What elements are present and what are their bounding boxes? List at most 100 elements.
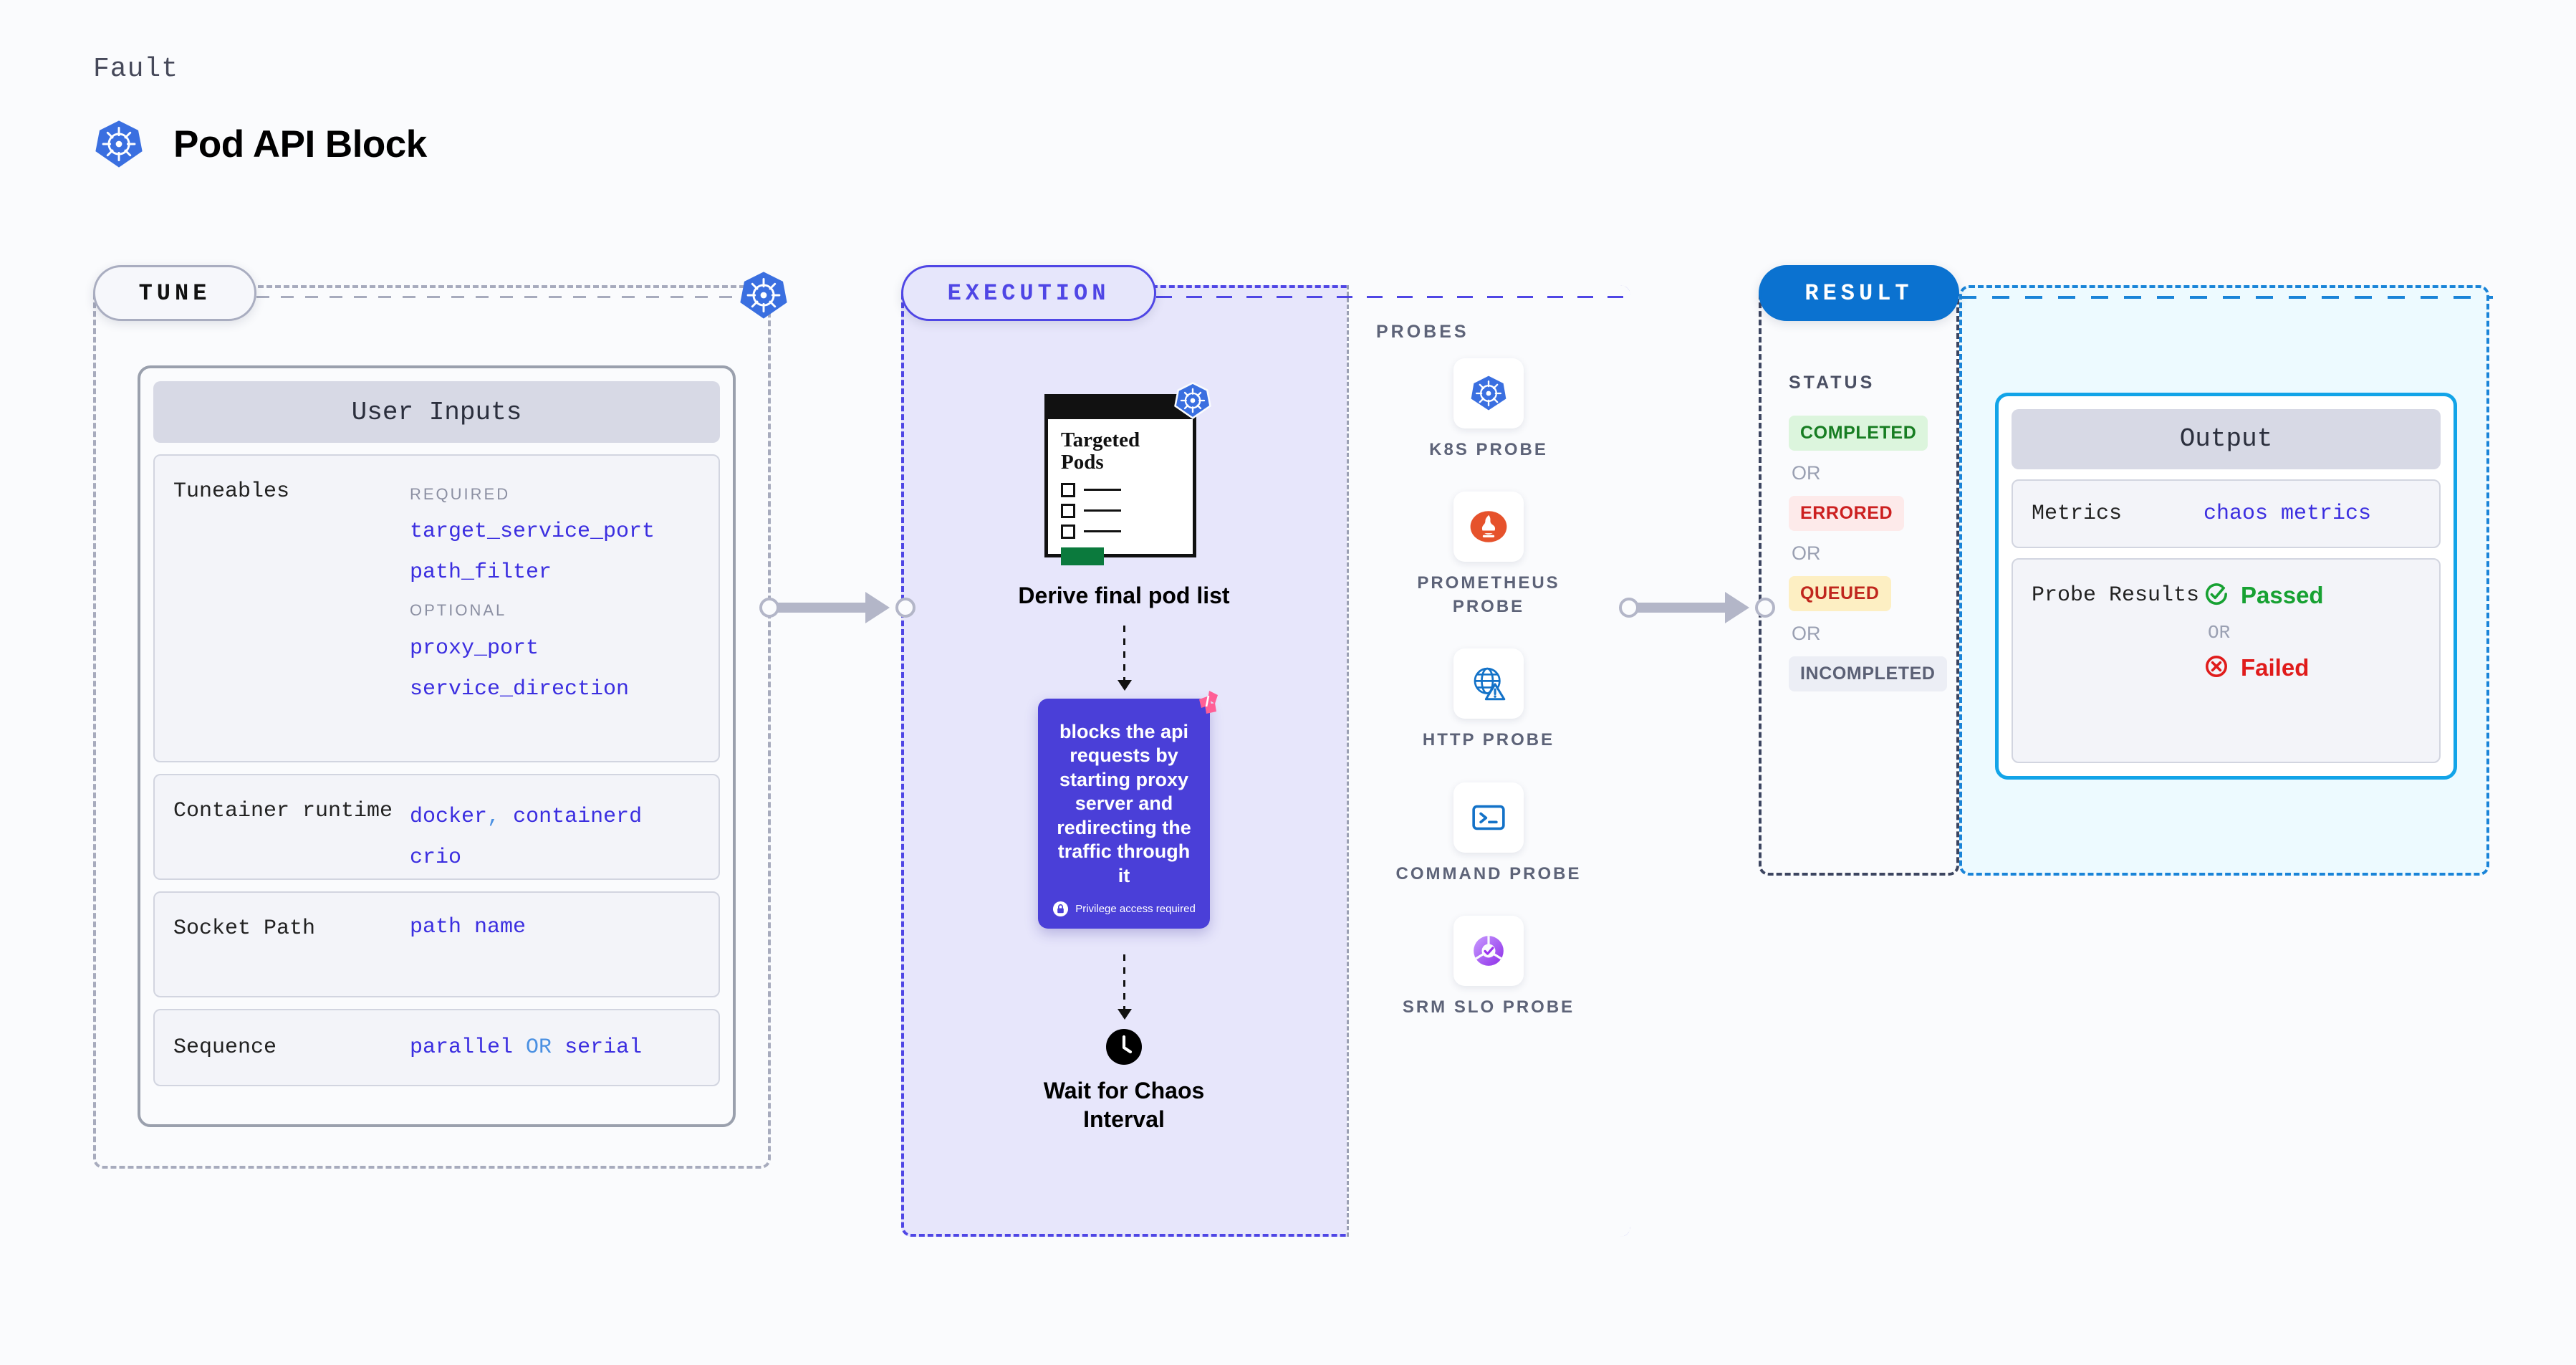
kubernetes-icon bbox=[1453, 358, 1524, 428]
clock-icon bbox=[1106, 1029, 1142, 1065]
probe-results-row: Probe Results Passed OR bbox=[2012, 557, 2441, 763]
probe-label: K8S PROBE bbox=[1429, 440, 1548, 459]
wait-caption-line2: Interval bbox=[1083, 1106, 1165, 1133]
status-badge-incompleted: INCOMPLETED bbox=[1789, 656, 1947, 691]
pod-doc-title-line2: Pods bbox=[1061, 451, 1104, 474]
srm-slo-donut-icon bbox=[1453, 915, 1524, 986]
socket-path-row: Socket Path path name bbox=[153, 891, 720, 997]
status-badge-queued: QUEUED bbox=[1789, 576, 1891, 611]
progress-bar bbox=[1061, 547, 1104, 565]
optional-label: OPTIONAL bbox=[410, 601, 507, 620]
status-or-1: OR bbox=[1792, 462, 1821, 484]
probe-item-command[interactable]: COMMAND PROBE bbox=[1395, 782, 1582, 886]
connector-tune-to-execution bbox=[759, 588, 917, 628]
tuneable-optional-1[interactable]: service_direction bbox=[410, 676, 630, 701]
tuneable-required-0[interactable]: target_service_port bbox=[410, 519, 655, 545]
runtime-docker[interactable]: docker bbox=[410, 805, 488, 829]
metrics-row: Metrics chaos metrics bbox=[2012, 479, 2441, 548]
sequence-serial[interactable]: serial bbox=[564, 1035, 643, 1060]
fault-eyebrow: Fault bbox=[93, 54, 179, 85]
probe-label: HTTP PROBE bbox=[1422, 730, 1555, 750]
result-pill[interactable]: RESULT bbox=[1759, 265, 1959, 321]
pod-checklist bbox=[1061, 482, 1193, 539]
action-card: blocks the api requests by starting prox… bbox=[1038, 691, 1218, 929]
sequence-parallel[interactable]: parallel bbox=[410, 1035, 514, 1060]
privilege-note-text: Privilege access required bbox=[1075, 903, 1196, 916]
runtime-separator: , bbox=[487, 805, 501, 829]
privilege-note: Privilege access required bbox=[1052, 901, 1196, 917]
flow-arrow-1 bbox=[1117, 626, 1132, 691]
pod-doc-title-line1: Targeted bbox=[1061, 428, 1140, 451]
status-or-2: OR bbox=[1792, 542, 1821, 564]
probes-title: PROBES bbox=[1376, 322, 1469, 342]
status-list: COMPLETED OR ERRORED OR QUEUED OR INCOMP… bbox=[1789, 416, 1975, 691]
runtime-crio[interactable]: crio bbox=[410, 846, 462, 870]
user-inputs-card: User Inputs Tuneables REQUIRED target_se… bbox=[138, 365, 736, 1127]
x-circle-icon bbox=[2203, 653, 2229, 683]
probe-label: SRM SLO PROBE bbox=[1402, 997, 1575, 1017]
kubernetes-icon bbox=[93, 118, 145, 170]
passed-label: Passed bbox=[2241, 582, 2324, 609]
execution-flow: Targeted Pods bbox=[901, 315, 1347, 1237]
probe-results-values: Passed OR Failed bbox=[2203, 581, 2324, 740]
user-inputs-title: User Inputs bbox=[153, 381, 720, 443]
document-icon: Targeted Pods bbox=[1044, 394, 1196, 565]
probe-item-prometheus[interactable]: PROMETHEUS PROBE bbox=[1395, 492, 1582, 618]
tune-pill[interactable]: TUNE bbox=[93, 265, 256, 321]
prometheus-icon bbox=[1453, 492, 1524, 562]
probe-item-http[interactable]: HTTP PROBE bbox=[1395, 648, 1582, 752]
probe-item-k8s[interactable]: K8S PROBE bbox=[1395, 358, 1582, 461]
tune-connector-line bbox=[256, 296, 758, 298]
terminal-icon bbox=[1453, 782, 1524, 853]
probe-results-or: OR bbox=[2208, 621, 2231, 643]
flow-arrow-2 bbox=[1117, 954, 1132, 1020]
wait-caption-line1: Wait for Chaos bbox=[1043, 1078, 1205, 1104]
probes-list: K8S PROBE PROMETHEUS PROBE bbox=[1347, 358, 1630, 1019]
metrics-value[interactable]: chaos metrics bbox=[2203, 501, 2372, 526]
wait-chaos-caption: Wait for Chaos Interval bbox=[1044, 1076, 1205, 1134]
execution-pill[interactable]: EXECUTION bbox=[901, 265, 1156, 321]
derive-pod-list-caption: Derive final pod list bbox=[1018, 583, 1230, 608]
tuneables-label: Tuneables bbox=[173, 479, 290, 504]
probe-item-srm-slo[interactable]: SRM SLO PROBE bbox=[1395, 915, 1582, 1019]
action-description: blocks the api requests by starting prox… bbox=[1057, 721, 1191, 886]
check-circle-icon bbox=[2203, 581, 2229, 610]
output-title: Output bbox=[2012, 409, 2441, 469]
tuneables-row: Tuneables REQUIRED target_service_port p… bbox=[153, 454, 720, 762]
probe-result-failed: Failed bbox=[2203, 653, 2324, 683]
status-title: STATUS bbox=[1789, 373, 1875, 393]
http-globe-warning-icon bbox=[1453, 648, 1524, 719]
status-or-3: OR bbox=[1792, 623, 1821, 644]
probe-results-label: Probe Results bbox=[2032, 583, 2200, 608]
connector-execution-to-result bbox=[1619, 588, 1777, 628]
kubernetes-icon bbox=[1173, 381, 1212, 420]
result-connector-line bbox=[1959, 296, 2493, 299]
failed-label: Failed bbox=[2241, 654, 2310, 681]
sequence-values: parallel OR serial bbox=[410, 1035, 642, 1060]
kubernetes-icon bbox=[738, 269, 789, 321]
probe-label: PROMETHEUS PROBE bbox=[1417, 573, 1560, 616]
output-card: Output Metrics chaos metrics Probe Resul… bbox=[1995, 393, 2457, 780]
probe-result-passed: Passed bbox=[2203, 581, 2324, 610]
status-badge-errored: ERRORED bbox=[1789, 496, 1905, 531]
probes-panel bbox=[1347, 285, 1630, 1237]
targeted-pods-node: Targeted Pods bbox=[1044, 382, 1211, 565]
container-runtime-values: docker, containerd crio bbox=[410, 797, 643, 870]
harness-icon bbox=[1188, 689, 1219, 721]
container-runtime-row: Container runtime docker, containerd cri… bbox=[153, 774, 720, 880]
required-label: REQUIRED bbox=[410, 485, 511, 503]
runtime-containerd[interactable]: containerd bbox=[513, 805, 643, 829]
tuneables-values: REQUIRED target_service_port path_filter… bbox=[410, 477, 655, 739]
execution-connector-line bbox=[1156, 296, 1633, 298]
lock-icon bbox=[1052, 901, 1069, 917]
probe-label: COMMAND PROBE bbox=[1395, 863, 1582, 883]
sequence-label: Sequence bbox=[173, 1035, 277, 1060]
container-runtime-label: Container runtime bbox=[173, 799, 393, 823]
socket-path-value[interactable]: path name bbox=[410, 915, 527, 939]
fault-title-row: Pod API Block bbox=[93, 118, 427, 170]
tuneable-required-1[interactable]: path_filter bbox=[410, 560, 552, 585]
socket-path-label: Socket Path bbox=[173, 916, 316, 941]
tuneable-optional-0[interactable]: proxy_port bbox=[410, 636, 539, 661]
sequence-or: OR bbox=[526, 1035, 552, 1060]
sequence-row: Sequence parallel OR serial bbox=[153, 1009, 720, 1086]
